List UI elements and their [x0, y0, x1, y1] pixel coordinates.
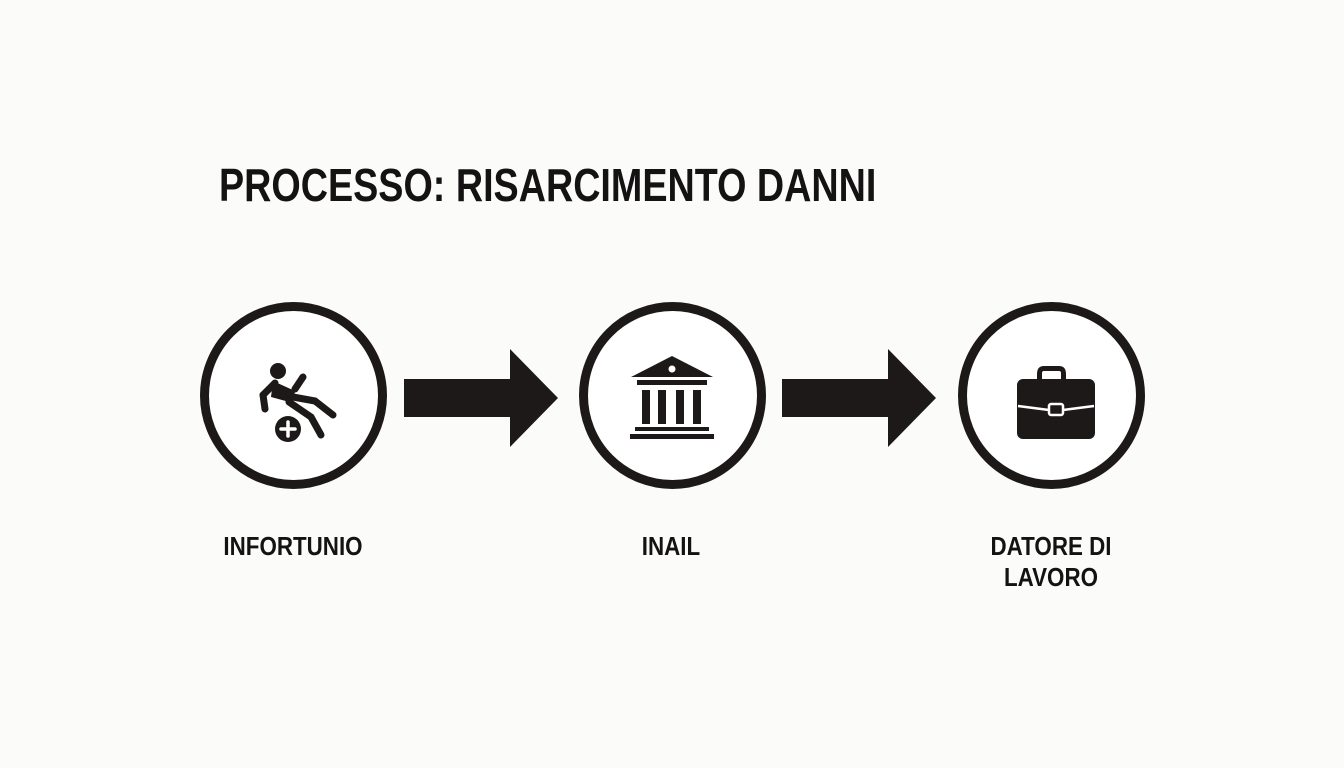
step-label-line: INAIL	[641, 531, 701, 561]
briefcase-icon	[1017, 366, 1095, 439]
falling-person-icon	[259, 363, 337, 442]
step-inail-circle	[579, 302, 766, 489]
step-label-line: INFORTUNIO	[223, 531, 363, 561]
arrow-right-icon	[404, 349, 558, 447]
arrow-right-icon	[782, 349, 936, 447]
institution-building-icon	[630, 356, 714, 439]
step-label-line: DATORE DI	[990, 531, 1112, 561]
step-datore-di-lavoro-label: DATORE DI LAVORO	[939, 531, 1163, 593]
step-infortunio-label: INFORTUNIO	[181, 531, 405, 562]
step-infortunio-circle	[200, 302, 387, 489]
step-inail-label: INAIL	[559, 531, 783, 562]
step-datore-di-lavoro-circle	[958, 302, 1145, 489]
diagram-title: PROCESSO: RISARCIMENTO DANNI	[219, 159, 877, 211]
step-label-line: LAVORO	[1003, 562, 1098, 592]
